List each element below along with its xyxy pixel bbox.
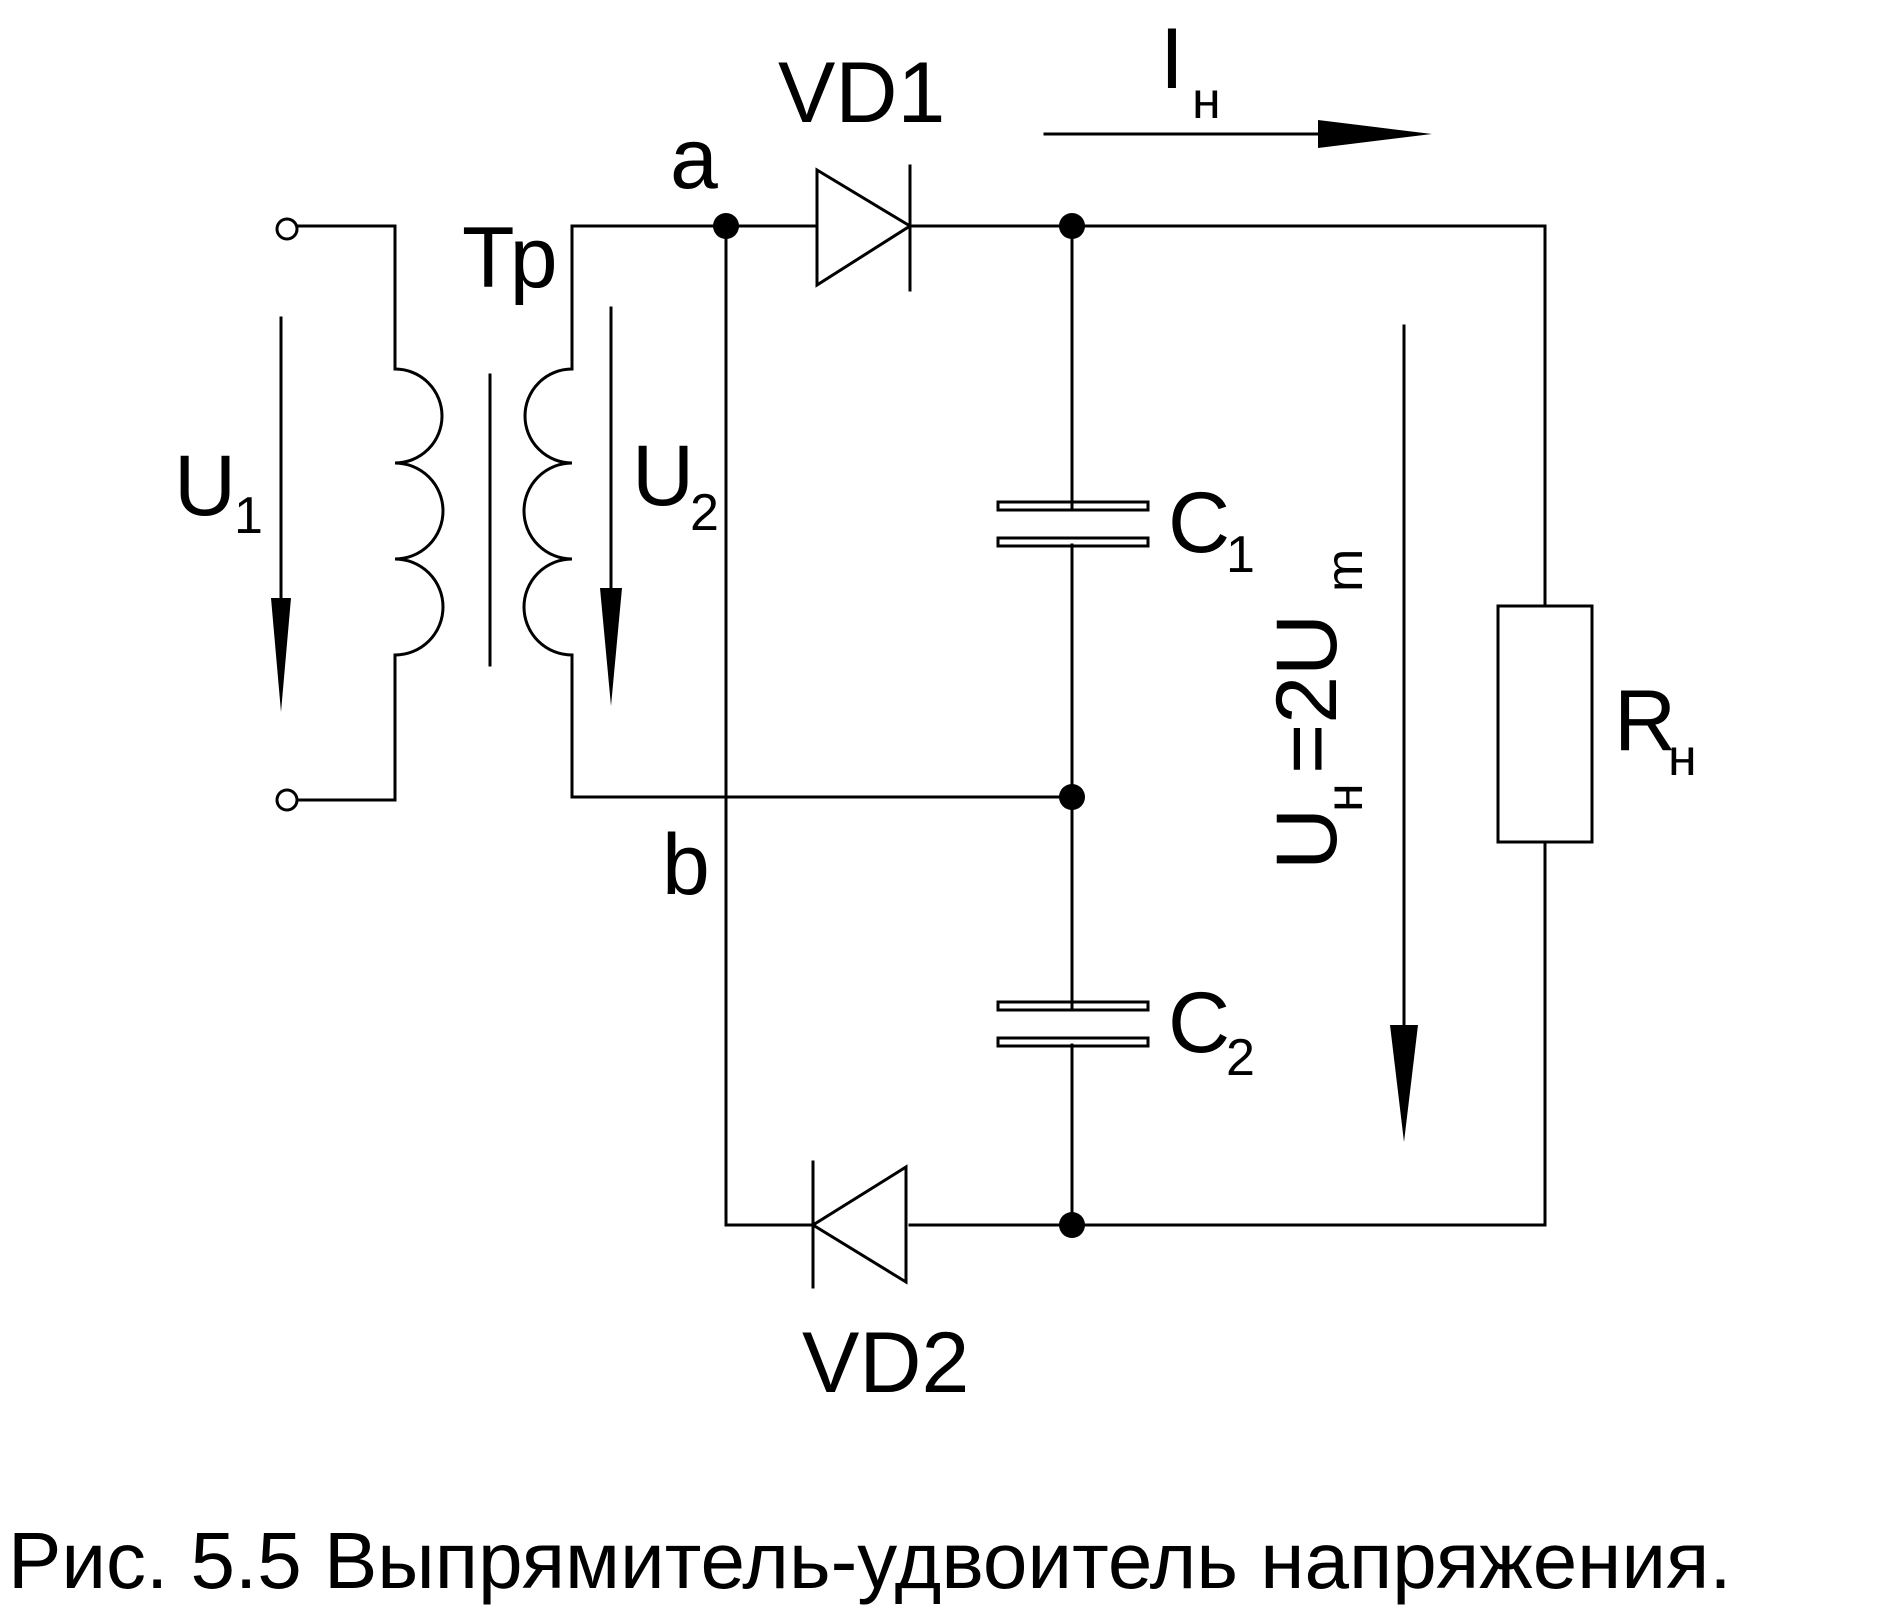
primary-circuit [275,217,445,812]
wiring [724,224,1547,1227]
junction-node-a [713,213,739,239]
label-load: R [1614,673,1676,769]
label-vd2: VD2 [802,1315,969,1411]
label-c1: C [1168,475,1230,571]
label-vd1: VD1 [778,45,945,141]
label-node-b: b [662,817,710,913]
load-resistor [1496,604,1594,844]
capacitor-c1 [996,500,1150,548]
input-terminal-top [275,217,299,241]
junction-bottom-cap [1059,1212,1085,1238]
label-c2: C [1168,975,1230,1071]
label-load-sub: н [1668,729,1697,787]
secondary-circuit [522,224,1074,799]
secondary-winding [522,367,574,657]
primary-winding [393,367,445,657]
arrow-u2 [600,306,622,706]
label-output-voltage: U н =2U m [1259,549,1374,870]
junction-top-cap [1059,213,1085,239]
label-u2: U [632,428,694,524]
label-u1: U [174,438,236,534]
label-u1-sub: 1 [234,487,263,545]
svg-text:m: m [1316,549,1374,592]
figure-caption: Рис. 5.5 Выпрямитель-удвоитель напряжени… [8,1516,1732,1605]
label-node-a: a [670,111,718,207]
junction-mid-cap [1059,784,1085,810]
label-transformer: Тр [462,210,558,306]
label-current: I [1160,11,1184,107]
arrow-current [1043,120,1432,148]
input-terminal-bottom [275,788,299,812]
label-u2-sub: 2 [690,484,719,542]
junctions [713,213,1085,1238]
label-c2-sub: 2 [1226,1029,1255,1087]
arrow-output-voltage [1390,324,1418,1142]
diode-vd1 [811,164,913,292]
svg-text:н: н [1316,783,1374,812]
svg-text:=2U: =2U [1259,614,1355,774]
diode-vd2 [810,1160,908,1289]
arrow-u1 [271,316,291,712]
svg-text:U: U [1259,808,1355,870]
label-current-sub: н [1192,72,1221,130]
label-c1-sub: 1 [1226,526,1255,584]
capacitor-c2 [996,1000,1150,1048]
